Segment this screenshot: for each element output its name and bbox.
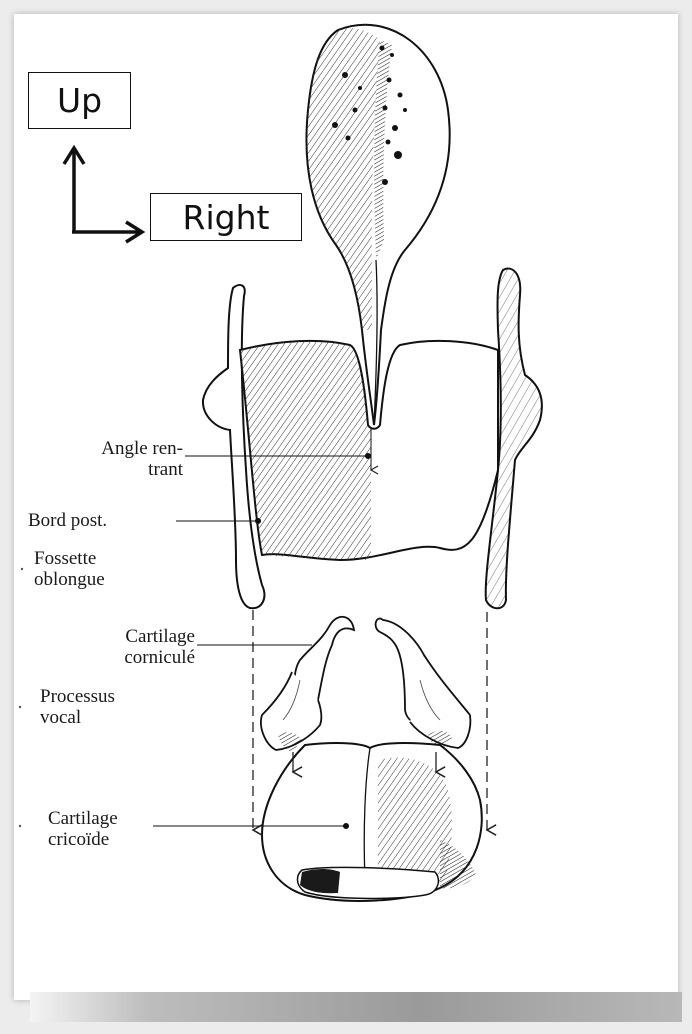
label-angle-rentrant-line2: trant [28,459,183,480]
label-bord-post: Bord post. [28,510,107,531]
label-cartilage-cricoide: Cartilage cricoïde [48,808,118,850]
cricoid-cartilage [262,743,482,901]
label-bord-post-line1: Bord post. [28,510,107,531]
label-cartilage-cornicule: Cartilage corniculé [60,626,195,668]
label-cartilage-cricoide-line1: Cartilage [48,808,118,829]
label-processus-vocal-line2: vocal [40,707,115,728]
label-processus-vocal-line1: Processus [40,686,115,707]
orientation-arrows [64,148,142,242]
label-fossette-oblongue-line2: oblongue [34,569,105,590]
label-processus-vocal: Processus vocal [40,686,115,728]
label-cartilage-cricoide-line2: cricoïde [48,829,118,850]
arytenoid-cartilages [261,617,470,752]
label-angle-rentrant: Angle ren- trant [28,438,183,480]
up-direction-label: Up [28,72,131,129]
label-cartilage-cornicule-line1: Cartilage [60,626,195,647]
right-direction-label: Right [150,193,302,241]
label-fossette-oblongue-line1: Fossette [34,548,105,569]
label-angle-rentrant-line1: Angle ren- [28,438,183,459]
label-fossette-oblongue: Fossette oblongue [34,548,105,590]
label-cartilage-cornicule-line2: corniculé [60,647,195,668]
